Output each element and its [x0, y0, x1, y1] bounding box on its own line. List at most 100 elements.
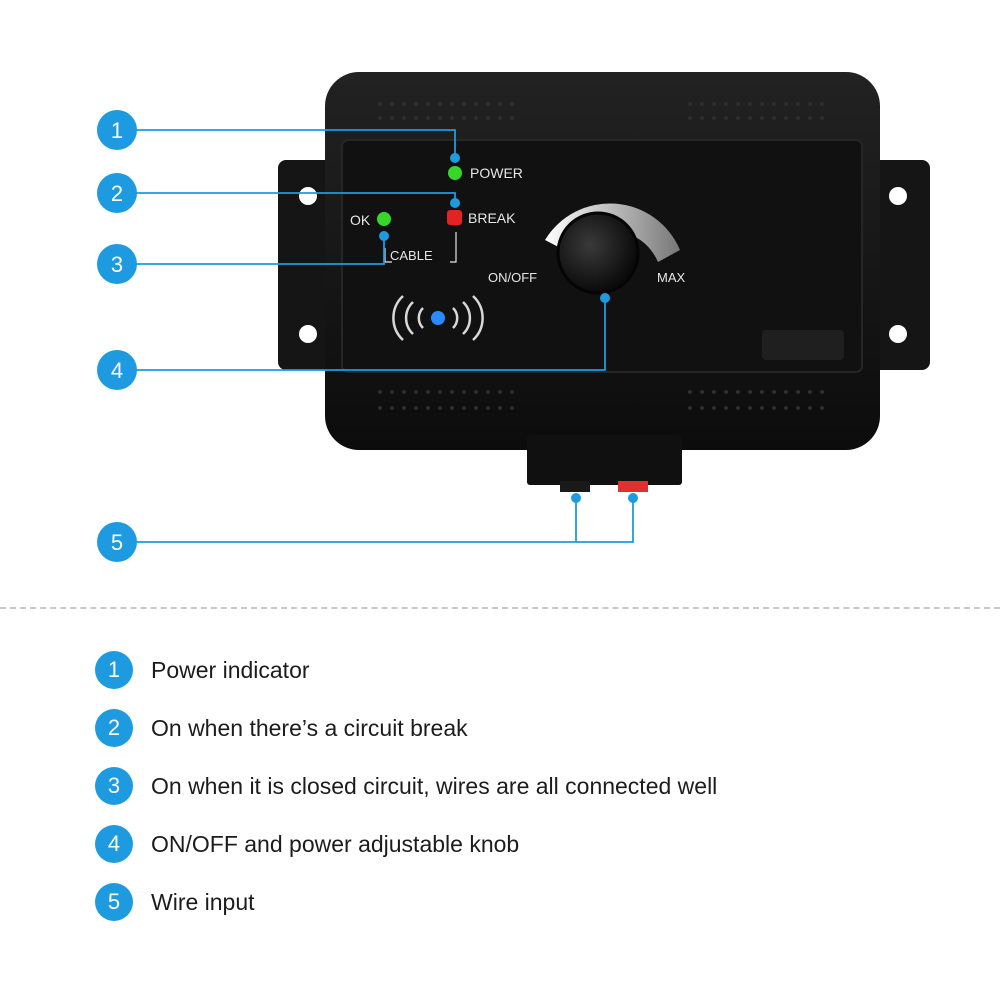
vent-hole	[772, 406, 776, 410]
vent-hole	[390, 406, 394, 410]
vent-hole	[808, 102, 812, 106]
vent-hole	[748, 406, 752, 410]
callout-badge-5: 5	[97, 522, 137, 562]
vent-hole	[438, 102, 442, 106]
legend-badge: 4	[95, 825, 133, 863]
vent-hole	[402, 116, 406, 120]
vent-hole	[498, 116, 502, 120]
vent-hole	[426, 116, 430, 120]
power-led	[448, 166, 462, 180]
vent-hole	[486, 406, 490, 410]
vent-hole	[724, 406, 728, 410]
vent-hole	[474, 406, 478, 410]
vent-hole	[772, 116, 776, 120]
vent-hole	[450, 102, 454, 106]
vent-hole	[784, 116, 788, 120]
red-wire-terminal[interactable]	[618, 481, 648, 492]
legend-item-2: 2 On when there’s a circuit break	[95, 708, 915, 748]
vent-hole	[414, 390, 418, 394]
vent-hole	[462, 102, 466, 106]
leader-dots	[379, 153, 638, 503]
vent-hole	[712, 102, 716, 106]
legend-badge: 2	[95, 709, 133, 747]
vent-hole	[426, 406, 430, 410]
legend-text: On when there’s a circuit break	[151, 714, 468, 741]
vent-hole	[486, 116, 490, 120]
vent-hole	[688, 116, 692, 120]
callout-number: 2	[111, 181, 123, 206]
vent-hole	[736, 102, 740, 106]
vent-hole	[474, 390, 478, 394]
vent-hole	[474, 116, 478, 120]
vent-hole	[510, 406, 514, 410]
vent-hole	[414, 102, 418, 106]
callout-badge-4: 4	[97, 350, 137, 390]
vent-hole	[820, 406, 824, 410]
vent-hole	[438, 406, 442, 410]
vent-hole	[390, 116, 394, 120]
black-wire-terminal[interactable]	[560, 481, 590, 492]
vent-hole	[784, 406, 788, 410]
vent-hole	[510, 102, 514, 106]
callout-badge-2: 2	[97, 173, 137, 213]
vent-hole	[796, 406, 800, 410]
vent-hole	[414, 116, 418, 120]
leader-line-5a	[136, 498, 577, 543]
vent-hole	[450, 390, 454, 394]
vent-hole	[510, 116, 514, 120]
vent-hole	[760, 116, 764, 120]
vent-hole	[486, 102, 490, 106]
vent-hole	[390, 102, 394, 106]
callout-badge-1: 1	[97, 110, 137, 150]
vent-hole	[796, 102, 800, 106]
mounting-hole	[299, 325, 317, 343]
vent-hole	[784, 102, 788, 106]
legend-badge: 1	[95, 651, 133, 689]
legend-item-4: 4 ON/OFF and power adjustable knob	[95, 824, 915, 864]
vent-hole	[498, 390, 502, 394]
vent-hole	[808, 406, 812, 410]
vent-hole	[760, 102, 764, 106]
break-label: BREAK	[468, 210, 516, 226]
vent-hole	[724, 390, 728, 394]
leader-line-5b	[576, 498, 634, 543]
ok-led	[377, 212, 391, 226]
legend-badge: 3	[95, 767, 133, 805]
legend-text: ON/OFF and power adjustable knob	[151, 830, 520, 857]
vent-hole	[796, 390, 800, 394]
callout-badge-3: 3	[97, 244, 137, 284]
vent-hole	[402, 102, 406, 106]
vent-hole	[378, 116, 382, 120]
vent-hole	[378, 102, 382, 106]
max-label: MAX	[657, 270, 686, 285]
dashed-divider	[0, 607, 1000, 609]
cable-label: CABLE	[390, 248, 433, 263]
leader-line-3	[136, 236, 385, 265]
vent-hole	[772, 390, 776, 394]
vent-hole	[712, 116, 716, 120]
mounting-hole	[889, 187, 907, 205]
vent-hole	[712, 406, 716, 410]
vent-hole	[724, 116, 728, 120]
vent-hole	[414, 406, 418, 410]
vent-hole	[700, 102, 704, 106]
vent-hole	[450, 116, 454, 120]
mounting-hole	[889, 325, 907, 343]
mounting-hole	[299, 187, 317, 205]
legend-item-5: 5 Wire input	[95, 882, 915, 922]
vent-hole	[688, 406, 692, 410]
power-knob[interactable]	[556, 211, 640, 295]
legend-item-3: 3 On when it is closed circuit, wires ar…	[95, 766, 915, 806]
vent-hole	[402, 406, 406, 410]
vent-hole	[390, 390, 394, 394]
vent-hole	[688, 390, 692, 394]
vent-hole	[498, 102, 502, 106]
cable-bracket	[384, 232, 457, 263]
callout-number: 5	[111, 530, 123, 555]
legend-text: Wire input	[151, 888, 255, 915]
terminal-block	[527, 435, 682, 492]
vent-hole	[796, 116, 800, 120]
vent-hole	[760, 390, 764, 394]
vent-hole	[426, 390, 430, 394]
vent-hole	[736, 406, 740, 410]
